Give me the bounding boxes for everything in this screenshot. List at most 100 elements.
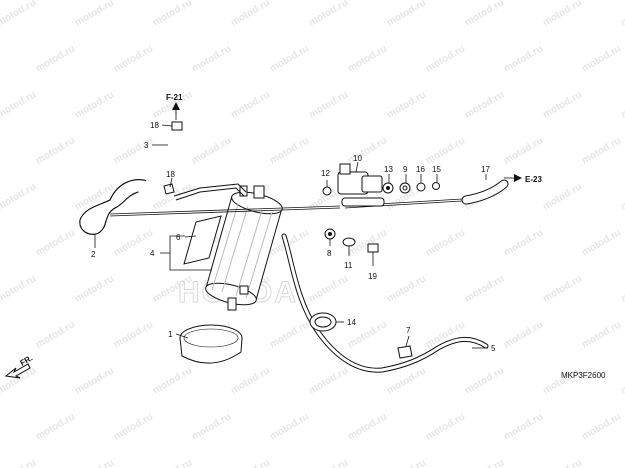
grommet-15 <box>432 182 440 190</box>
watermark-text: motod.ru <box>463 365 506 396</box>
watermark-text: motod.ru <box>307 457 350 468</box>
watermark-text: motod.ru <box>229 365 272 396</box>
watermark-text: motod.ru <box>541 457 584 468</box>
watermark-text: motod.ru <box>112 411 155 442</box>
watermark-text: motod.ru <box>502 227 545 258</box>
watermark-text: motod.ru <box>619 0 625 29</box>
watermark-text: motod.ru <box>307 0 350 29</box>
watermark-text: motod.ru <box>229 0 272 29</box>
callout-15: 15 <box>432 165 441 174</box>
callout-5: 5 <box>491 344 496 353</box>
watermark-text: motod.ru <box>424 43 467 74</box>
callout-13: 13 <box>384 165 393 174</box>
watermark-text: motod.ru <box>463 273 506 304</box>
watermark-text: motod.ru <box>229 89 272 120</box>
watermark-text: motod.ru <box>34 43 77 74</box>
canister-band <box>179 324 243 364</box>
watermark-text: motod.ru <box>73 181 116 212</box>
watermark-text: motod.ru <box>541 181 584 212</box>
watermark-text: motod.ru <box>0 181 38 212</box>
callout-12: 12 <box>321 169 330 178</box>
callout-6: 6 <box>176 233 181 242</box>
watermark-text: motod.ru <box>502 43 545 74</box>
ref-f21[interactable]: F-21 <box>166 93 183 102</box>
watermark-text: motod.ru <box>502 411 545 442</box>
watermark-text: motod.ru <box>307 365 350 396</box>
watermark-text: motod.ru <box>151 457 194 468</box>
callout-1: 1 <box>168 330 173 339</box>
watermark-text: motod.ru <box>385 89 428 120</box>
bolt-19 <box>367 243 379 253</box>
callout-9: 9 <box>403 165 408 174</box>
clip-18-top <box>171 121 183 131</box>
watermark-text: motod.ru <box>580 135 623 166</box>
watermark-text: motod.ru <box>580 43 623 74</box>
watermark-text: motod.ru <box>619 181 625 212</box>
watermark-text: motod.ru <box>268 135 311 166</box>
watermark-text: motod.ru <box>73 365 116 396</box>
collar-16 <box>416 182 426 192</box>
watermark-text: motod.ru <box>502 319 545 350</box>
watermark-text: motod.ru <box>73 89 116 120</box>
watermark-text: motod.ru <box>502 135 545 166</box>
nut-12 <box>322 186 332 196</box>
watermark-text: motod.ru <box>34 227 77 258</box>
watermark-text: motod.ru <box>307 89 350 120</box>
watermark-text: motod.ru <box>112 319 155 350</box>
watermark-text: motod.ru <box>541 89 584 120</box>
watermark-text: motod.ru <box>229 457 272 468</box>
watermark-text: motod.ru <box>619 89 625 120</box>
callout-18a: 18 <box>150 121 159 130</box>
watermark-text: motod.ru <box>268 411 311 442</box>
diagram-code: MKP3F2600 <box>561 371 606 380</box>
clip-18-lower <box>163 183 175 195</box>
front-arrow-icon <box>4 363 31 379</box>
watermark-text: motod.ru <box>424 411 467 442</box>
watermark-text: motod.ru <box>190 43 233 74</box>
watermark-text: motod.ru <box>619 273 625 304</box>
watermark-text: motod.ru <box>346 411 389 442</box>
watermark-text: motod.ru <box>190 135 233 166</box>
watermark-text: motod.ru <box>0 89 38 120</box>
watermark-text: motod.ru <box>346 43 389 74</box>
callout-2: 2 <box>91 250 96 259</box>
watermark-text: motod.ru <box>112 43 155 74</box>
ref-e23[interactable]: E-23 <box>525 175 542 184</box>
watermark-text: motod.ru <box>424 227 467 258</box>
watermark-text: motod.ru <box>619 365 625 396</box>
watermark-text: motod.ru <box>424 135 467 166</box>
leader-lines <box>94 111 488 349</box>
watermark-text: motod.ru <box>0 457 38 468</box>
watermark-text: motod.ru <box>385 0 428 29</box>
callout-16: 16 <box>416 165 425 174</box>
watermark-text: motod.ru <box>463 0 506 29</box>
watermark-text: motod.ru <box>385 457 428 468</box>
watermark-text: motod.ru <box>151 365 194 396</box>
ref-arrow-f21 <box>172 102 180 114</box>
watermark-text: motod.ru <box>307 273 350 304</box>
callout-8: 8 <box>327 249 332 258</box>
watermark-text: motod.ru <box>112 135 155 166</box>
callout-14: 14 <box>347 318 356 327</box>
hose-2 <box>79 179 151 235</box>
clamp-14 <box>309 312 337 332</box>
watermark-text: motod.ru <box>151 0 194 29</box>
watermark-text: motod.ru <box>0 0 38 29</box>
callout-4: 4 <box>150 249 155 258</box>
callout-17: 17 <box>481 165 490 174</box>
washer-11 <box>342 237 356 247</box>
watermark-text: motod.ru <box>541 273 584 304</box>
watermark-text: motod.ru <box>0 273 38 304</box>
watermark-text: motod.ru <box>34 411 77 442</box>
watermark-text: motod.ru <box>463 457 506 468</box>
callout-10: 10 <box>353 154 362 163</box>
canister-label <box>183 215 222 265</box>
watermark-text: motod.ru <box>619 457 625 468</box>
watermark-text: motod.ru <box>580 319 623 350</box>
watermark-text: motod.ru <box>73 457 116 468</box>
grommet-9 <box>399 182 411 194</box>
watermark-text: motod.ru <box>73 0 116 29</box>
watermark-text: motod.ru <box>541 0 584 29</box>
